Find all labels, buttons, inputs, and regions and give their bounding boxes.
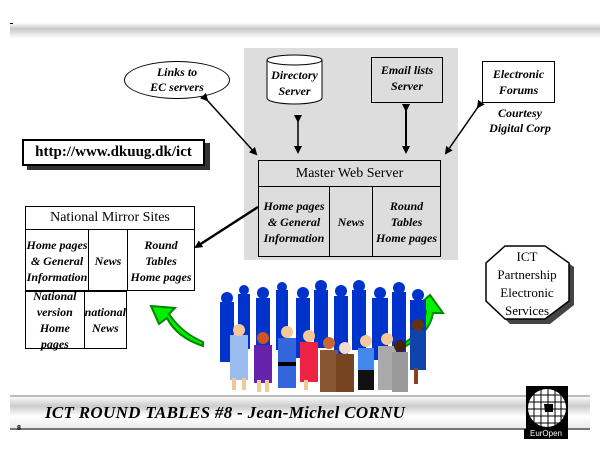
footer-bar [10,395,590,430]
ict-services-octagon-icon [485,245,574,324]
mirror-col-news: News [89,230,128,291]
national-col2-line: News [91,321,119,335]
green-arrow-left-icon [149,304,204,348]
electronic-forums-node: Electronic Forums [482,61,555,103]
master-col-news: News [330,187,373,257]
ict-services-label: ICT Partnership Electronic Services [485,248,569,320]
master-col3-line: Round [389,199,424,213]
master-col1-line: Home pages [263,199,325,213]
arrow-links-master [200,92,258,156]
national-col-home-pages: National version Home pages [26,289,85,351]
url-box[interactable]: http://www.dkuug.dk/ict [22,139,205,166]
national-mirror-sites: National Mirror Sites Home pages & Gener… [25,206,195,291]
national-col1-line: version [36,305,73,319]
courtesy-line2: Digital Corp [489,121,551,135]
ict-line: ICT [516,249,538,264]
directory-server-label: Directory Server [266,67,323,99]
master-col1-line: Information [263,231,325,245]
europen-logo-text: EurOpen [524,429,568,439]
national-col1-line: National [33,289,77,303]
national-col1-line: Home pages [39,321,70,351]
page-number: 8 [17,425,21,432]
master-col3-line: Home pages [376,231,437,245]
mirror-col1-line: & General [30,253,84,268]
national-col2-line: national [84,305,126,319]
mirror-col-round-tables: Round Tables Home pages [128,230,194,291]
links-line1: Links to [156,65,198,79]
mirror-col2-line: News [94,253,122,268]
mirror-col3-line: Round [144,237,178,252]
email-line1: Email lists [380,63,434,77]
email-lists-server-node: Email lists Server [371,57,443,103]
directory-line1: Directory [271,68,318,82]
master-col-round-tables: Round Tables Home pages [373,187,440,257]
forums-line1: Electronic [492,67,545,81]
header-gradient-bar [10,23,600,39]
header-tick [10,23,13,24]
mirror-col3-line: Tables [145,253,177,268]
links-line2: EC servers [150,80,204,94]
arrow-forums-master [444,99,485,155]
mirror-col3-line: Home pages [130,269,192,284]
footer-title: ICT ROUND TABLES #8 - Jean-Michel CORNU [45,403,406,422]
links-ec-servers-node: Links to EC servers [124,61,230,99]
courtesy-note: Courtesy Digital Corp [480,106,560,136]
arrow-master-mirror [194,205,259,249]
directory-server-cylinder-icon [266,54,323,105]
mirror-col1-line: Information [26,269,88,284]
mirror-col1-line: Home pages [26,237,88,252]
mirror-col-home-pages: Home pages & General Information [26,230,89,291]
mirror-sites-title: National Mirror Sites [26,207,194,230]
master-web-server-title: Master Web Server [259,161,440,187]
master-web-server: Master Web Server Home pages & General I… [258,160,441,257]
ict-line: Services [504,303,550,318]
master-col-home-pages: Home pages & General Information [259,187,330,257]
directory-line2: Server [278,84,311,98]
master-col3-line: Tables [390,215,423,229]
forums-line2: Forums [498,83,539,97]
ict-line: Electronic [500,285,554,300]
email-line2: Server [391,79,423,93]
national-version-box: National version Home pages national New… [25,289,127,351]
master-col1-line: & General [267,215,321,229]
ict-line: Partnership [497,267,557,282]
courtesy-line1: Courtesy [497,106,542,120]
national-col-news: national News [85,292,126,348]
people-crowd-illustration [220,280,426,392]
master-col2-line: News [337,215,365,229]
europen-logo-icon [526,386,568,430]
